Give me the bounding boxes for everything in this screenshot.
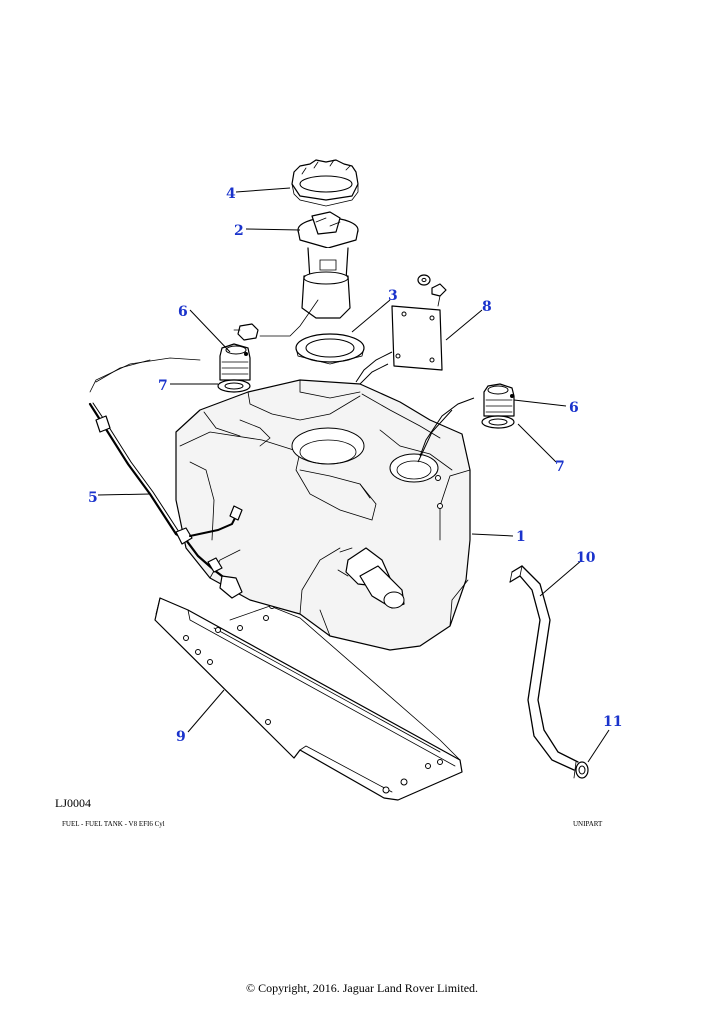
callout-11: 11 <box>603 714 622 730</box>
callout-2: 2 <box>234 223 244 239</box>
hose-clip-part <box>573 761 589 779</box>
callout-3: 3 <box>388 288 398 304</box>
pump-seal-part <box>295 333 365 365</box>
leader-lines <box>97 187 610 763</box>
heat-shield-part <box>154 597 463 801</box>
locking-ring-part <box>291 159 359 207</box>
access-cover-part <box>391 274 447 371</box>
filler-fitting-right-part <box>481 383 515 429</box>
callout-4: 4 <box>226 186 236 202</box>
callout-numbers: 4 2 3 8 6 7 6 7 1 5 10 11 9 <box>88 186 622 745</box>
diagram-reference-code: LJ0004 <box>55 796 91 810</box>
callout-7-left: 7 <box>158 378 168 394</box>
leader-curves <box>355 351 475 463</box>
callout-8: 8 <box>482 299 492 315</box>
brand-label: UNIPART <box>573 820 603 828</box>
callout-9: 9 <box>176 729 186 745</box>
callout-10: 10 <box>576 550 596 566</box>
breather-pipe-part <box>88 357 243 599</box>
callout-7-right: 7 <box>555 459 565 475</box>
diagram-caption: FUEL - FUEL TANK - V8 EFI6 Cyl <box>62 820 165 828</box>
fuel-hose-part <box>509 565 579 771</box>
callout-6-left: 6 <box>178 304 188 320</box>
callout-6-right: 6 <box>569 400 579 416</box>
fuel-pump-part <box>233 211 359 341</box>
callout-1: 1 <box>516 529 526 545</box>
filler-fitting-left-part <box>217 343 251 393</box>
fuel-tank-part <box>175 379 471 651</box>
callout-5: 5 <box>88 490 98 506</box>
copyright-notice: © Copyright, 2016. Jaguar Land Rover Lim… <box>245 981 479 995</box>
